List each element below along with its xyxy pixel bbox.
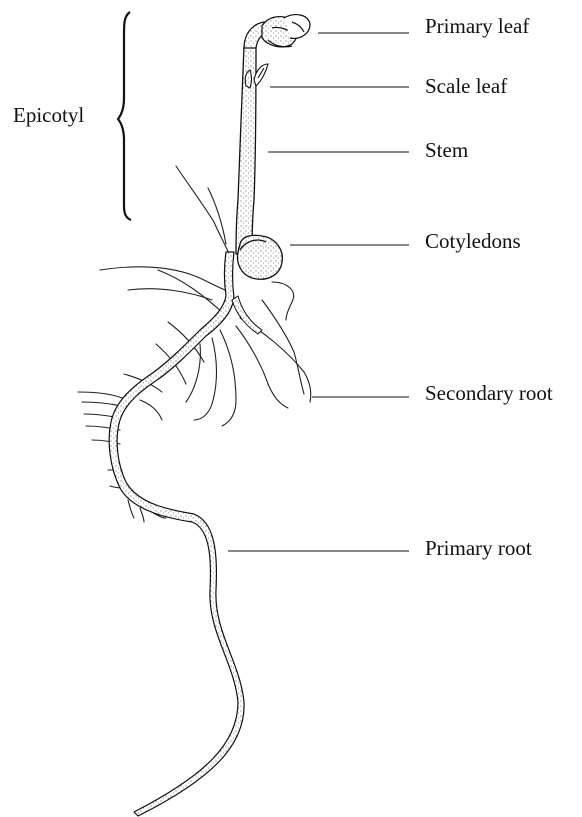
primary-root (109, 252, 244, 816)
primary-leaves (262, 15, 310, 47)
label-primary-leaf: Primary leaf (425, 14, 529, 38)
label-cotyledons: Cotyledons (425, 229, 521, 253)
label-scale-leaf: Scale leaf (425, 74, 507, 98)
label-secondary-root: Secondary root (425, 381, 553, 405)
label-stem: Stem (425, 138, 468, 162)
epicotyl-brace (118, 12, 131, 220)
label-epicotyl: Epicotyl (13, 103, 84, 127)
lateral-root (232, 296, 262, 334)
label-primary-root: Primary root (425, 536, 532, 560)
cotyledons (238, 235, 283, 279)
